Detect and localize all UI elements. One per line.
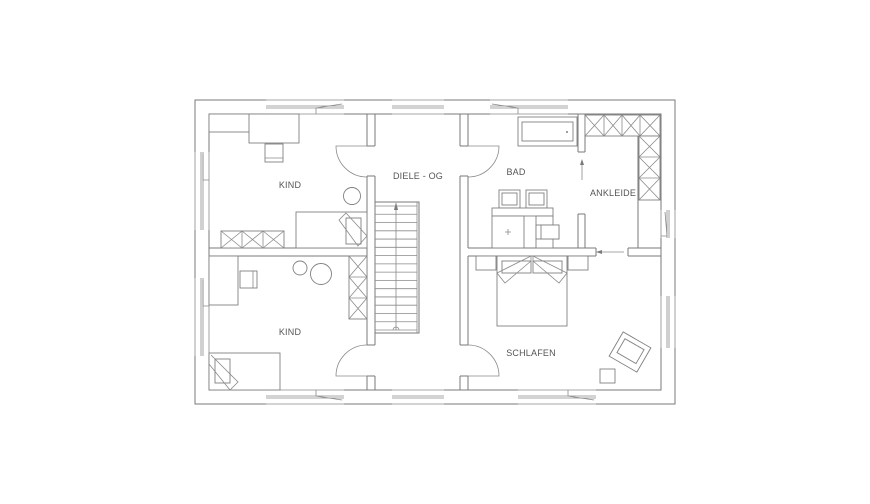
armchair-icon: [608, 331, 652, 373]
windows-top: [266, 99, 568, 115]
windows-left: [194, 152, 210, 356]
windows-right: [660, 210, 676, 348]
room-label-kind-top: KIND: [279, 180, 302, 190]
kind-top-furniture: [208, 113, 368, 249]
windows-bottom: [266, 389, 596, 405]
kind-top-shelf: [220, 230, 285, 249]
staircase: [374, 201, 420, 334]
kind-bottom-furniture: [208, 255, 368, 391]
room-labels: KIND KIND DIELE - OG BAD ANKLEIDE SCHLAF…: [279, 167, 636, 358]
room-label-schlafen: SCHLAFEN: [506, 348, 556, 358]
room-label-bad: BAD: [506, 167, 525, 177]
schlafen-furniture: [475, 255, 652, 384]
ankleide-furniture: [580, 114, 661, 254]
kind-bottom-shelf: [348, 255, 368, 320]
room-label-diele: DIELE - OG: [393, 171, 443, 181]
room-label-kind-bottom: KIND: [279, 327, 302, 337]
bad-furniture: [491, 116, 578, 249]
room-label-ankleide: ANKLEIDE: [590, 188, 636, 198]
doors: [335, 145, 500, 377]
